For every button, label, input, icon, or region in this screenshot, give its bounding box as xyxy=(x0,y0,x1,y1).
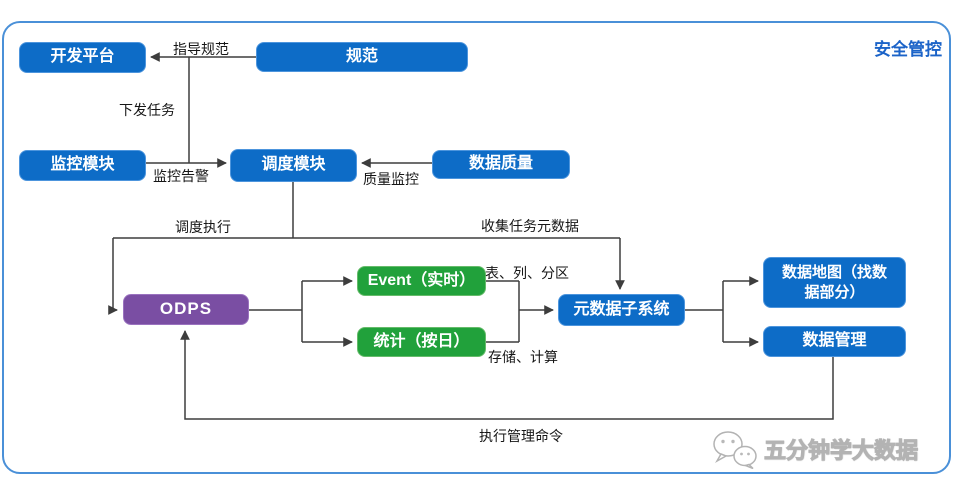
node-data-management: 数据管理 xyxy=(763,326,906,357)
node-scheduler-module: 调度模块 xyxy=(230,149,357,182)
edge-label-schedule-exec: 调度执行 xyxy=(175,219,231,235)
watermark-text: 五分钟学大数据 xyxy=(763,438,919,464)
node-stats-daily: 统计（按日） xyxy=(357,327,486,357)
node-monitor-module: 监控模块 xyxy=(19,150,146,181)
watermark: 五分钟学大数据 xyxy=(712,429,919,469)
edge-label-storage-compute: 存储、计算 xyxy=(488,349,558,365)
node-data-quality: 数据质量 xyxy=(432,150,570,179)
diagram-frame-border xyxy=(2,21,951,474)
edge-label-dispatch-tasks: 下发任务 xyxy=(119,102,175,118)
edge-label-monitor-alert: 监控告警 xyxy=(153,168,209,184)
edge-label-exec-mgmt-command: 执行管理命令 xyxy=(479,428,563,444)
edge-label-guide-spec: 指导规范 xyxy=(173,41,229,57)
security-control-label: 安全管控 xyxy=(874,40,942,59)
node-event-realtime: Event（实时） xyxy=(357,266,486,296)
node-metadata-subsystem: 元数据子系统 xyxy=(558,294,685,326)
edge-label-quality-monitor: 质量监控 xyxy=(363,171,419,187)
wechat-icon xyxy=(713,431,757,469)
node-data-map: 数据地图（找数 据部分） xyxy=(763,257,906,308)
edge-label-collect-task-metadata: 收集任务元数据 xyxy=(481,218,579,234)
node-dev-platform: 开发平台 xyxy=(19,42,146,73)
node-spec: 规范 xyxy=(256,42,468,72)
node-odps: ODPS xyxy=(123,294,249,325)
edge-label-table-column-partition: 表、列、分区 xyxy=(485,265,569,281)
